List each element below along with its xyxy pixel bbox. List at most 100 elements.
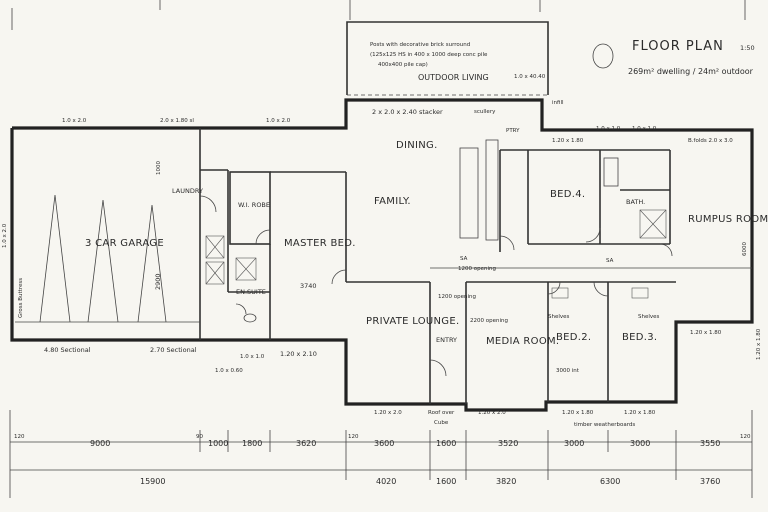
- entry-label: ENTRY: [436, 336, 457, 344]
- stacker-top: 2 x 2.0 x 2.40 stacker: [372, 108, 443, 116]
- title-block: FLOOR PLAN 1:50 269m² dwelling / 24m² ou…: [592, 39, 755, 76]
- media-label: MEDIA ROOM.: [486, 336, 559, 347]
- bed2-label: BED.2.: [556, 332, 591, 343]
- bed3-label: BED.3.: [622, 332, 657, 343]
- master-bedroom: MASTER BED. 3740 1.20 x 2.10 1.0 x 1.0 1…: [215, 238, 356, 374]
- dim-6: 3620: [296, 439, 316, 448]
- dim-9: 1600: [436, 439, 456, 448]
- pile-cap-note: 400x400 pile cap): [378, 62, 428, 68]
- toilet-icon: [243, 313, 257, 323]
- master-width: 3740: [300, 282, 317, 290]
- master-window: 1.20 x 2.10: [280, 350, 317, 358]
- garage-label: 3 CAR GARAGE: [85, 238, 164, 249]
- ensuite-window-b: 1.0 x 0.60: [215, 368, 243, 374]
- posts-note: Posts with decorative brick surround: [370, 42, 470, 48]
- gross-buttress-note: Gross Buttress: [18, 278, 24, 318]
- roof-over-note: Roof over: [428, 410, 455, 416]
- bedrooms-2-3: BED.2. BED.3. 3000 int Shelves Shelves 1…: [548, 287, 660, 428]
- lounge-label: PRIVATE LOUNGE.: [366, 316, 459, 327]
- kitchen-bench: [485, 139, 499, 241]
- timber-note: timber weatherboards: [574, 422, 635, 428]
- shelves-note-1: Shelves: [548, 314, 570, 320]
- door-swings: [199, 195, 673, 377]
- laundry-cabinet: [205, 235, 225, 259]
- dim-14: 120: [740, 434, 751, 440]
- dim-total-2: 4020: [376, 477, 396, 486]
- dim-5: 1800: [242, 439, 262, 448]
- bed3-window: 1.20 x 1.80: [624, 410, 656, 416]
- dim-total-5: 6300: [600, 477, 620, 486]
- bed2-window: 1.20 x 1.80: [562, 410, 594, 416]
- dim-8: 3600: [374, 439, 394, 448]
- shower-base: [235, 257, 257, 281]
- dim-4: 1000: [208, 439, 228, 448]
- rumpus-window: 1.20 x 1.80: [690, 330, 722, 336]
- garage-details: 3 CAR GARAGE 2900 Gross Buttress 4.80 Se…: [15, 194, 200, 354]
- dim-7: 120: [348, 434, 359, 440]
- dim-total-1: 15900: [140, 477, 165, 486]
- right-side-window: 1.20 x 1.80: [756, 328, 762, 360]
- bath-label: BATH.: [626, 198, 645, 206]
- cube-note: Cube: [434, 420, 449, 426]
- dim-1: 120: [14, 434, 25, 440]
- front-rooms: PRIVATE LOUNGE. ENTRY MEDIA ROOM. 2200 o…: [366, 294, 559, 426]
- opening-2200: 2200 opening: [470, 318, 508, 324]
- garage-window-r: 1.0 x 2.0: [266, 118, 291, 124]
- outdoor-dim: 1.0 x 40.40: [514, 74, 546, 80]
- robe-3: [631, 287, 649, 299]
- bed4-window: 1.20 x 1.80: [552, 138, 584, 144]
- plan-areas: 269m² dwelling / 24m² outdoor: [628, 67, 754, 76]
- bed2-width: 3000 int: [556, 368, 580, 374]
- dimension-row-1: 120 9000 90 1000 1800 3620 120 3600 1600…: [14, 434, 751, 448]
- dim-10: 3520: [498, 439, 518, 448]
- post-size-note: (125x125 HS in 400 x 1000 deep conc pile: [370, 52, 488, 58]
- entry-window-r: 1.20 x 2.0: [478, 410, 506, 416]
- ensuite-label: EN.SUITE: [236, 288, 266, 296]
- rumpus-label: RUMPUS ROOM.: [688, 214, 768, 225]
- dim-13: 3550: [700, 439, 720, 448]
- wet-areas: LAUNDRY 1000 W.I. ROBE EN.SUITE: [156, 161, 270, 323]
- door-sectional-1: 4.80 Sectional: [44, 346, 91, 354]
- outdoor-living-label: OUTDOOR LIVING: [418, 73, 489, 82]
- shelves-note-2: Shelves: [638, 314, 660, 320]
- garage-depth: 2900: [154, 273, 162, 290]
- opening-1200b: 1200 opening: [438, 294, 476, 300]
- bath-vanity: [603, 157, 619, 187]
- dim-total-3: 1600: [436, 477, 456, 486]
- garage-window-l: 1.0 x 2.0: [62, 118, 87, 124]
- sa-label-2: SA: [606, 258, 614, 264]
- sa-label-1: SA: [460, 256, 468, 262]
- exterior-walls: [10, 98, 754, 412]
- plan-title: FLOOR PLAN: [632, 39, 724, 54]
- dim-total-6: 3760: [700, 477, 720, 486]
- ensuite-window: 1.0 x 1.0: [240, 354, 265, 360]
- bath-window-b: 1.0 x 1.0: [632, 126, 657, 132]
- dim-3: 90: [196, 434, 203, 440]
- rumpus-height: 6000: [742, 242, 748, 256]
- outdoor-living-area: Posts with decorative brick surround (12…: [346, 21, 549, 96]
- garage-window-m: 2.0 x 1.80 sl: [160, 118, 194, 124]
- left-side-window: 1.0 x 2.0: [2, 223, 8, 248]
- dim-total-4: 3820: [496, 477, 516, 486]
- east-wing: BED.4. 1.20 x 1.80 1.0 x 1.0 1.0 x 1.0 B…: [550, 126, 768, 336]
- bifold-note: B.folds 2.0 x 3.0: [688, 138, 733, 144]
- laundry-tub: [205, 261, 225, 285]
- scullery-label: scullery: [474, 109, 496, 115]
- plan-scale: 1:50: [740, 44, 755, 52]
- kitchen-island: [459, 147, 479, 239]
- dining-label: DINING.: [396, 140, 438, 151]
- dim-2: 9000: [90, 439, 110, 448]
- laundry-dim: 1000: [156, 161, 162, 175]
- door-sectional-2: 2.70 Sectional: [150, 346, 197, 354]
- dining-family: 2 x 2.0 x 2.40 stacker DINING. FAMILY. s…: [372, 100, 564, 272]
- interior-walls: [199, 128, 752, 404]
- infill-note: infill: [552, 100, 564, 106]
- pantry-label: PTRY: [506, 128, 520, 134]
- dimension-lines: [9, 410, 753, 498]
- top-dimension-marks: [11, 0, 746, 30]
- master-label: MASTER BED.: [284, 238, 356, 249]
- north-windows: 1.0 x 2.0 2.0 x 1.80 sl 1.0 x 2.0 1.0 x …: [2, 118, 762, 360]
- dim-11: 3000: [564, 439, 584, 448]
